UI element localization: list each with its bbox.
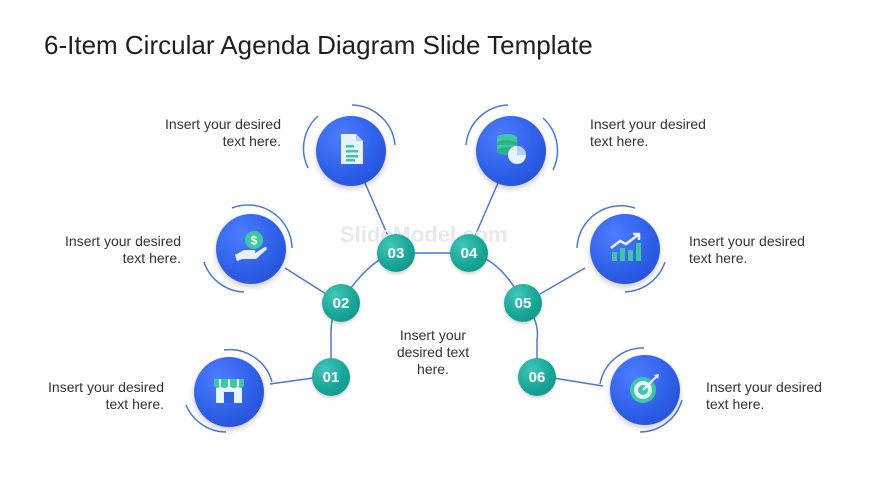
ring-arc-01 xyxy=(223,348,273,383)
ring-arc-06 xyxy=(599,347,645,385)
svg-text:$: $ xyxy=(251,233,258,247)
page-title: 6-Item Circular Agenda Diagram Slide Tem… xyxy=(44,30,593,60)
spoke-01 xyxy=(269,377,314,385)
number-05: 05 xyxy=(514,294,532,312)
number-02: 02 xyxy=(332,294,350,312)
document-icon xyxy=(332,130,370,173)
ring-arc-05b xyxy=(624,261,666,293)
icon-circle-02: $ xyxy=(216,214,286,284)
spoke-04 xyxy=(474,182,499,237)
growth-chart-icon xyxy=(606,228,644,271)
ring-arc-04 xyxy=(465,104,509,146)
ring-arc-03b xyxy=(351,104,396,146)
icon-circle-06 xyxy=(610,355,680,425)
spoke-06 xyxy=(552,377,604,387)
ring-arc-03 xyxy=(302,115,319,169)
icon-circle-01 xyxy=(194,357,264,427)
ring-arc-01b xyxy=(185,404,227,433)
ring-arc-04b xyxy=(542,117,559,171)
icon-circle-05 xyxy=(590,214,660,284)
number-01: 01 xyxy=(322,368,340,386)
number-badge-01: 01 xyxy=(312,358,350,396)
number-04: 04 xyxy=(460,244,478,262)
center-text: Insert your desired text here. xyxy=(396,327,470,377)
hand-money-icon: $ xyxy=(232,228,270,271)
ring-arc-06b xyxy=(639,399,683,433)
number-badge-05: 05 xyxy=(504,284,542,322)
database-chart-icon xyxy=(492,130,530,173)
ring-arc-02b xyxy=(203,261,245,293)
item-text-05: Insert your desired text here. xyxy=(689,233,805,266)
ring-arc-02 xyxy=(231,204,293,249)
item-text-04: Insert your desired text here. xyxy=(590,116,706,149)
number-badge-06: 06 xyxy=(518,358,556,396)
ring-arc-05 xyxy=(576,205,636,249)
number-06: 06 xyxy=(528,368,546,386)
icon-circle-04 xyxy=(476,116,546,186)
spoke-05 xyxy=(539,267,586,295)
spoke-03 xyxy=(364,182,389,237)
number-badge-03: 03 xyxy=(377,234,415,272)
item-text-02: Insert your desired text here. xyxy=(65,233,181,266)
number-03: 03 xyxy=(387,244,405,262)
item-text-01: Insert your desired text here. xyxy=(48,379,164,412)
storefront-icon xyxy=(210,371,248,414)
icon-circle-03 xyxy=(316,116,386,186)
number-badge-02: 02 xyxy=(322,284,360,322)
item-text-06: Insert your desired text here. xyxy=(706,379,822,412)
item-text-03: Insert your desired text here. xyxy=(165,116,281,149)
spoke-02 xyxy=(284,267,327,295)
number-badge-04: 04 xyxy=(450,234,488,272)
target-icon xyxy=(626,369,664,412)
